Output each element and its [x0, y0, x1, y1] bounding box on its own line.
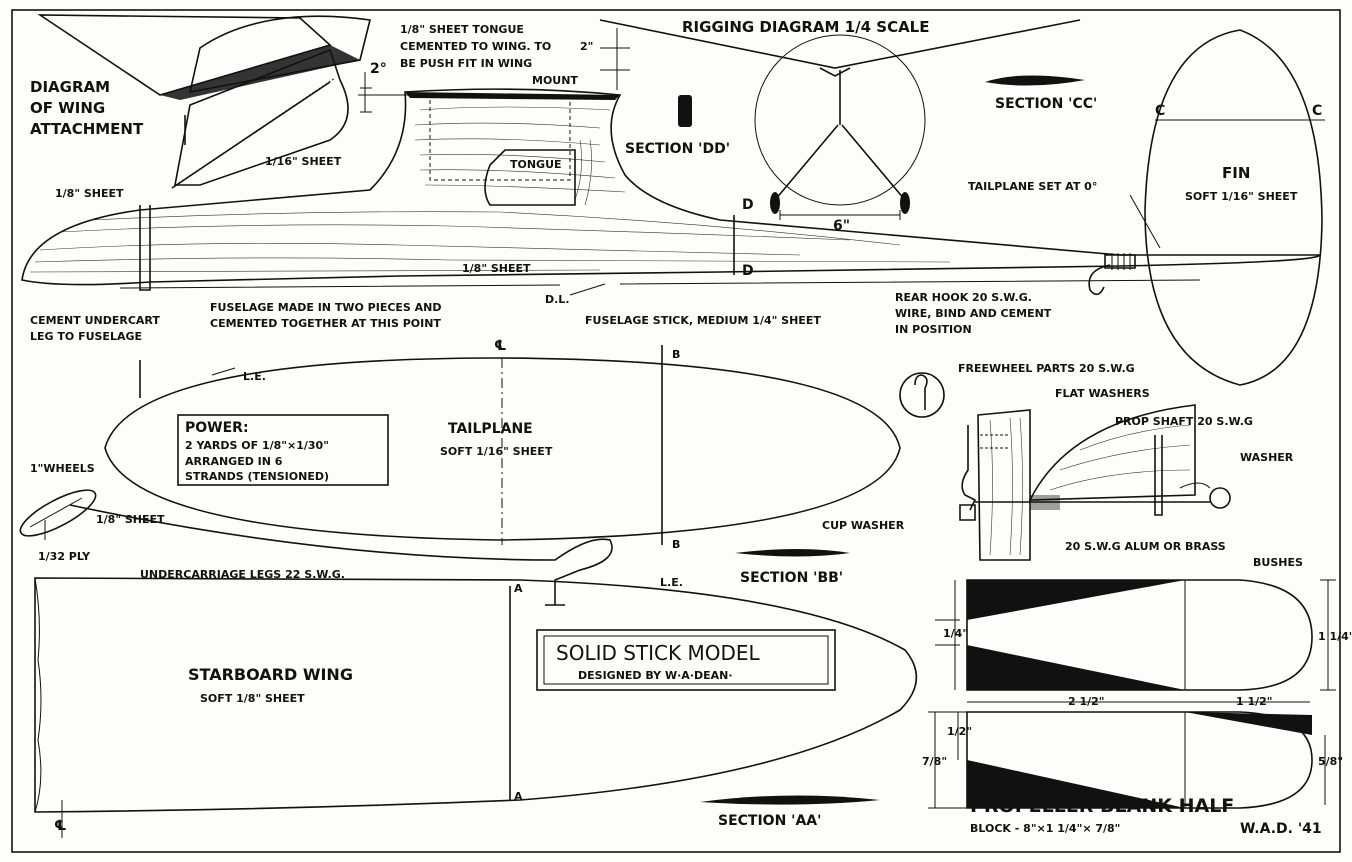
section-c-mark-right: C: [1312, 103, 1322, 119]
section-cc-label: SECTION 'CC': [995, 96, 1097, 112]
cement-note-2: LEG TO FUSELAGE: [30, 330, 142, 343]
section-a-mark-bottom: A: [514, 790, 523, 803]
prop-shaft-note: PROP SHAFT 20 S.W.G: [1115, 415, 1253, 428]
tailplane-set-note: TAILPLANE SET AT 0°: [968, 180, 1097, 193]
prop-dim-five-eighths: 5/8": [1318, 755, 1343, 768]
washer-note: WASHER: [1240, 451, 1294, 464]
prop-dim-one-half: 1 1/2": [1236, 695, 1273, 708]
datum-line-label: D.L.: [545, 293, 570, 306]
power-line-3: ARRANGED IN 6: [185, 455, 283, 468]
cup-washer-note: CUP WASHER: [822, 519, 905, 532]
rigging-title: RIGGING DIAGRAM 1/4 SCALE: [682, 18, 930, 36]
tongue-note-4: MOUNT: [532, 74, 578, 87]
fuselage-note-1: FUSELAGE MADE IN TWO PIECES AND: [210, 301, 442, 314]
sheet-1-8-label-b: 1/8" SHEET: [462, 262, 531, 275]
dim-2in: 2": [580, 40, 593, 53]
title-line-2: OF WING: [30, 99, 105, 117]
prop-dim-quarter: 1/4": [943, 627, 968, 640]
signature: W.A.D. '41: [1240, 821, 1322, 837]
section-cc-shape: [985, 75, 1085, 86]
wheels-label: 1"WHEELS: [30, 462, 95, 475]
freewheel-detail: [899, 372, 1231, 561]
section-aa-label: SECTION 'AA': [718, 813, 821, 829]
undercarriage-label: UNDERCARRIAGE LEGS 22 S.W.G.: [140, 568, 345, 581]
tongue-note-3: BE PUSH FIT IN WING: [400, 57, 532, 70]
leading-edge-label-tailplane: L.E.: [243, 370, 266, 383]
starboard-wing-title: STARBOARD WING: [188, 665, 353, 684]
propeller-blank: [928, 579, 1336, 809]
sheet-1-8-label-a: 1/8" SHEET: [55, 187, 124, 200]
bushes-note-2: BUSHES: [1253, 556, 1303, 569]
wing-attachment-title: DIAGRAM OF WING ATTACHMENT: [30, 78, 144, 138]
section-dd-shape: [678, 95, 692, 127]
sheet-1-8-label-c: 1/8" SHEET: [96, 513, 165, 526]
centre-line-mark-top: ℄: [494, 338, 507, 354]
model-title: SOLID STICK MODEL: [556, 641, 761, 665]
section-b-mark-bottom: B: [672, 538, 680, 551]
fuselage-side-view: [21, 88, 1321, 296]
leading-edge-label-wing: L.E.: [660, 576, 683, 589]
fuselage-stick-label: FUSELAGE STICK, MEDIUM 1/4" SHEET: [585, 314, 821, 327]
propeller-title: PROPELLER BLANK HALF: [970, 795, 1234, 817]
section-aa-shape: [700, 795, 880, 805]
fin-material: SOFT 1/16" SHEET: [1185, 190, 1298, 203]
fin-outline: [1144, 29, 1325, 386]
tailplane-outline: [104, 345, 901, 545]
wheel-detail: [19, 489, 613, 606]
model-title-box: [536, 629, 836, 691]
tongue-note-2: CEMENTED TO WING. TO: [400, 40, 551, 53]
tongue-note-1: 1/8" SHEET TONGUE: [400, 23, 524, 36]
fuselage-note-2: CEMENTED TOGETHER AT THIS POINT: [210, 317, 441, 330]
sheet-border: [11, 9, 1341, 853]
rigging-diagram: [599, 19, 1081, 220]
title-line-3: ATTACHMENT: [30, 120, 144, 138]
section-dd-label: SECTION 'DD': [625, 141, 730, 157]
prop-dim-one-quarter: 1 1/4": [1318, 630, 1352, 643]
propeller-block-size: BLOCK - 8"×1 1/4"× 7/8": [970, 822, 1120, 835]
dim-6in: 6": [833, 218, 850, 234]
flat-washers-note: FLAT WASHERS: [1055, 387, 1150, 400]
starboard-wing-outline: [34, 577, 918, 838]
angle-label: 2°: [370, 61, 387, 77]
tongue-label: TONGUE: [510, 158, 562, 171]
tailplane-material: SOFT 1/16" SHEET: [440, 445, 553, 458]
wing-attachment-diagram: [37, 14, 410, 189]
section-a-mark-top: A: [514, 582, 523, 595]
rear-hook-note-2: WIRE, BIND AND CEMENT: [895, 307, 1052, 320]
rear-hook-note-1: REAR HOOK 20 S.W.G.: [895, 291, 1032, 304]
section-d-mark-bottom: D: [742, 263, 754, 279]
tailplane-title: TAILPLANE: [448, 421, 533, 437]
prop-dim-seven-eighths: 7/8": [922, 755, 947, 768]
starboard-wing-material: SOFT 1/8" SHEET: [200, 692, 305, 705]
power-heading: POWER:: [185, 420, 249, 436]
rear-hook-note-3: IN POSITION: [895, 323, 972, 336]
power-line-2: 2 YARDS OF 1/8"×1/30": [185, 439, 329, 452]
title-line-1: DIAGRAM: [30, 78, 110, 96]
section-b-mark-top: B: [672, 348, 680, 361]
power-note-box: [177, 414, 389, 486]
prop-dim-two-half: 2 1/2": [1068, 695, 1105, 708]
sheet-1-16-label: 1/16" SHEET: [265, 155, 342, 168]
freewheel-note: FREEWHEEL PARTS 20 S.W.G: [958, 362, 1135, 375]
cement-note-1: CEMENT UNDERCART: [30, 314, 160, 327]
section-d-mark-top: D: [742, 197, 754, 213]
prop-dim-half: 1/2": [947, 725, 972, 738]
section-bb-shape: [735, 549, 850, 557]
power-line-4: STRANDS (TENSIONED): [185, 470, 329, 483]
centre-line-mark-bottom: ℄: [54, 818, 67, 834]
designer-credit: DESIGNED BY W·A·DEAN·: [578, 669, 733, 682]
fin-title: FIN: [1222, 164, 1250, 182]
section-c-mark-left: C: [1155, 103, 1165, 119]
bushes-note-1: 20 S.W.G ALUM OR BRASS: [1065, 540, 1226, 553]
section-bb-label: SECTION 'BB': [740, 570, 843, 586]
ply-label: 1/32 PLY: [38, 550, 91, 563]
